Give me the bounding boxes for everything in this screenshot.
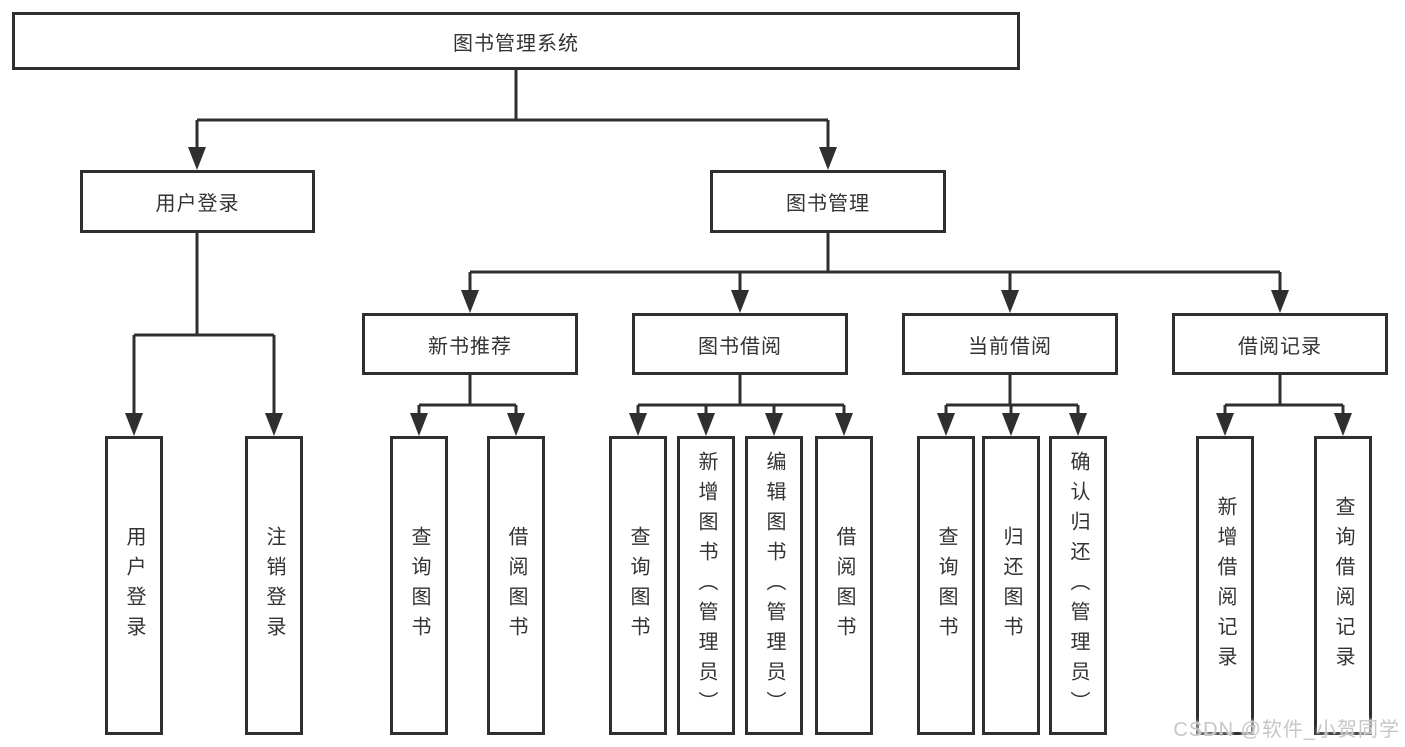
connector-newbook-to-leaves bbox=[417, 375, 518, 416]
connector-current-to-leaves bbox=[944, 375, 1080, 416]
arrowhead-icon bbox=[1334, 413, 1352, 436]
arrowhead-icon bbox=[410, 413, 428, 436]
arrowhead-icon bbox=[1216, 413, 1234, 436]
arrowhead-icon bbox=[1002, 413, 1020, 436]
arrowhead-icon bbox=[188, 147, 206, 170]
leaf-query-books-current: 查询图书 bbox=[917, 436, 975, 735]
arrowhead-icon bbox=[125, 413, 143, 436]
arrowheads bbox=[125, 147, 1352, 436]
leaf-borrow-books: 借阅图书 bbox=[815, 436, 873, 735]
leaf-return-books: 归还图书 bbox=[982, 436, 1040, 735]
leaf-borrow-books-recommend: 借阅图书 bbox=[487, 436, 545, 735]
node-new-book-recommend: 新书推荐 bbox=[362, 313, 578, 375]
leaf-logout-login: 注销登录 bbox=[245, 436, 303, 735]
node-book-management: 图书管理 bbox=[710, 170, 946, 233]
arrowhead-icon bbox=[819, 147, 837, 170]
arrowhead-icon bbox=[835, 413, 853, 436]
leaf-query-borrow-record: 查询借阅记录 bbox=[1314, 436, 1372, 735]
node-user-login: 用户登录 bbox=[80, 170, 315, 233]
leaf-user-login: 用户登录 bbox=[105, 436, 163, 735]
arrowhead-icon bbox=[1001, 290, 1019, 313]
leaf-query-books-recommend: 查询图书 bbox=[390, 436, 448, 735]
csdn-watermark: CSDN @软件_小贺同学 bbox=[1173, 719, 1400, 741]
connector-records-to-leaves bbox=[1223, 375, 1345, 416]
node-borrow-records: 借阅记录 bbox=[1172, 313, 1388, 375]
arrowhead-icon bbox=[461, 290, 479, 313]
arrowhead-icon bbox=[697, 413, 715, 436]
leaf-query-books-borrowing: 查询图书 bbox=[609, 436, 667, 735]
arrowhead-icon bbox=[629, 413, 647, 436]
node-library-management-system: 图书管理系统 bbox=[12, 12, 1020, 70]
leaf-add-borrow-record: 新增借阅记录 bbox=[1196, 436, 1254, 735]
leaf-confirm-return-admin: 确认归还（管理员） bbox=[1049, 436, 1107, 735]
node-current-borrowing: 当前借阅 bbox=[902, 313, 1118, 375]
connector-paths bbox=[132, 70, 1345, 416]
arrowhead-icon bbox=[937, 413, 955, 436]
arrowhead-icon bbox=[731, 290, 749, 313]
node-book-borrowing: 图书借阅 bbox=[632, 313, 848, 375]
connector-userlogin-to-leaves bbox=[132, 233, 276, 416]
arrowhead-icon bbox=[1069, 413, 1087, 436]
arrowhead-icon bbox=[265, 413, 283, 436]
connector-mgmt-to-level3 bbox=[468, 233, 1282, 293]
leaf-edit-books-admin: 编辑图书（管理员） bbox=[745, 436, 803, 735]
arrowhead-icon bbox=[507, 413, 525, 436]
arrowhead-icon bbox=[1271, 290, 1289, 313]
arrowhead-icon bbox=[765, 413, 783, 436]
connector-borrowing-to-leaves bbox=[636, 375, 846, 416]
leaf-add-books-admin: 新增图书（管理员） bbox=[677, 436, 735, 735]
connector-root-to-level2 bbox=[195, 70, 830, 150]
